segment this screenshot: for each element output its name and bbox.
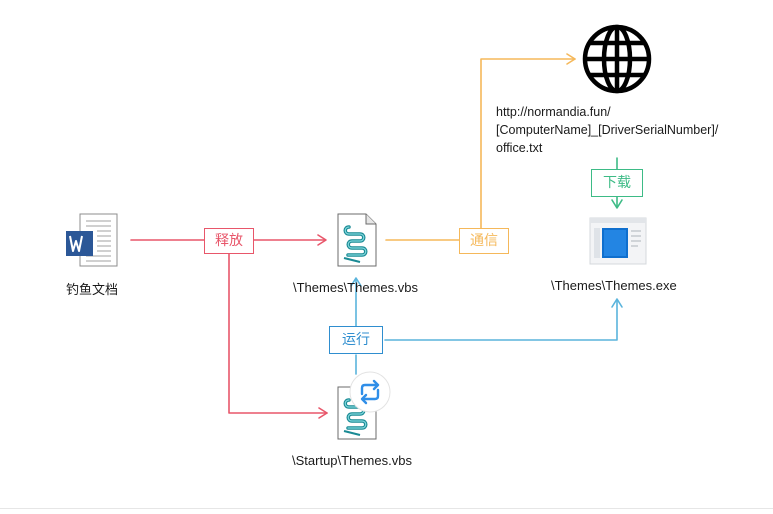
download-edge (611, 157, 623, 209)
themes-exe-label: \Themes\Themes.exe (551, 278, 677, 293)
run-edge-label: 运行 (329, 326, 383, 354)
release-edge-label: 释放 (204, 228, 254, 254)
communicate-edge-label: 通信 (459, 228, 509, 254)
bottom-divider (0, 508, 773, 509)
c2-url-line: office.txt (496, 141, 543, 155)
communicate-edge (385, 53, 576, 241)
startup-vbs-label: \Startup\Themes.vbs (292, 453, 412, 468)
c2-url: http://normandia.fun/ [ComputerName]_[Dr… (496, 103, 718, 157)
download-edge-label: 下载 (591, 169, 643, 197)
globe-icon (582, 24, 652, 94)
c2-url-line: http://normandia.fun/ (496, 105, 611, 119)
release-edge (130, 234, 328, 419)
c2-url-line: [ComputerName]_[DriverSerialNumber]/ (496, 123, 719, 137)
vbscript-file-icon (337, 213, 377, 267)
run-edge (350, 277, 623, 375)
executable-window-icon (589, 217, 647, 265)
lure-document-label: 钓鱼文档 (66, 282, 119, 297)
word-document-icon (66, 213, 118, 267)
themes-vbs-label: \Themes\Themes.vbs (293, 280, 418, 295)
repeat-icon (349, 371, 391, 413)
